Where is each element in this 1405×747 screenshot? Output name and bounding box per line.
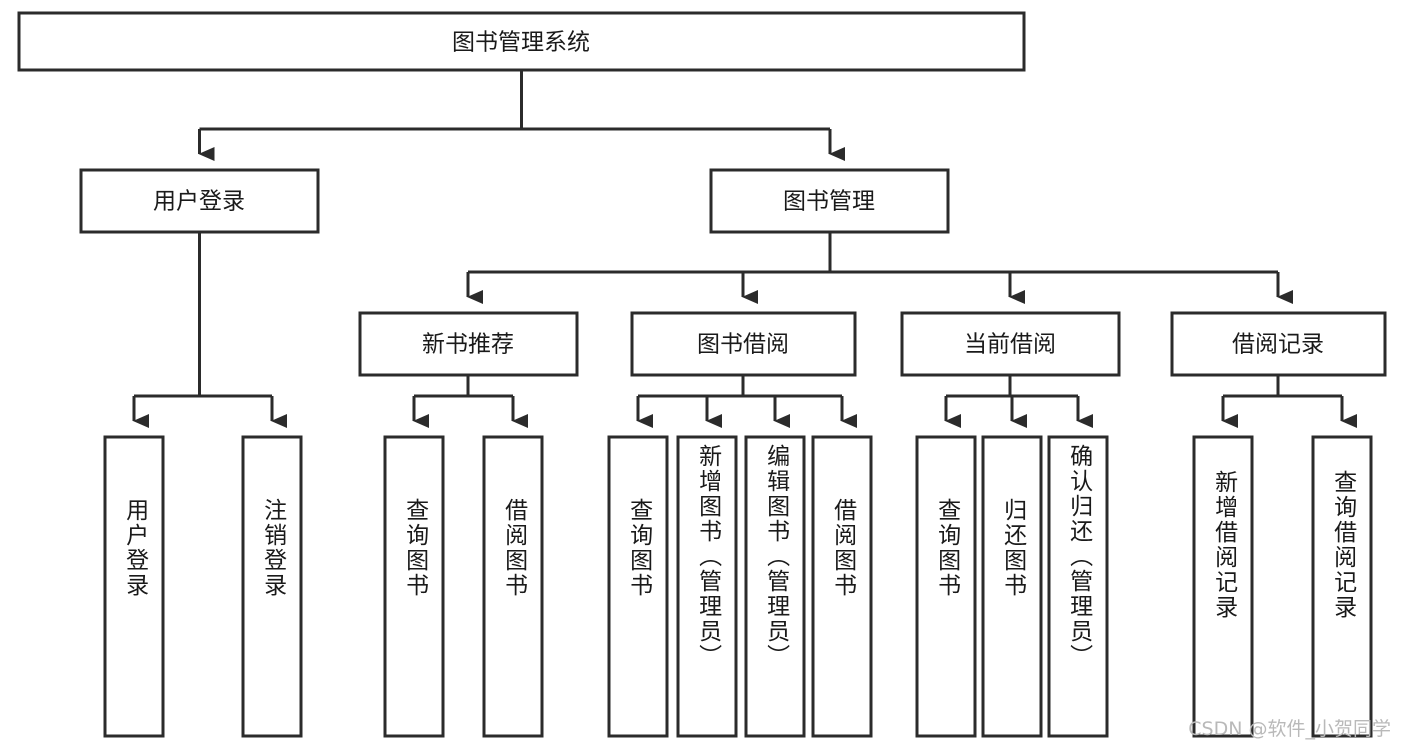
leaf-node-query-borrow-record[interactable] — [1311, 435, 1373, 738]
connector-group-book-borrow — [636, 375, 857, 428]
connector-group-book-manage — [466, 232, 1293, 304]
node-current-borrow[interactable]: 当前借阅 — [900, 311, 1121, 377]
leaf-node-user-logout[interactable] — [241, 435, 303, 738]
leaf-node-user-login-do[interactable] — [103, 435, 165, 738]
leaf-node-add-borrow-record[interactable] — [1192, 435, 1254, 738]
connector-group-current-borrow — [944, 375, 1093, 428]
node-user-login[interactable]: 用户登录 — [79, 168, 320, 234]
node-label-current-borrow: 当前借阅 — [964, 332, 1056, 358]
leaf-node-query-book-2[interactable] — [607, 435, 669, 738]
connector-group-borrow-record — [1221, 375, 1357, 428]
node-borrow-record[interactable]: 借阅记录 — [1170, 311, 1387, 377]
leaf-node-borrow-book-2[interactable] — [811, 435, 873, 738]
node-label-user-login: 用户登录 — [153, 189, 245, 215]
node-root-system[interactable]: 图书管理系统 — [17, 11, 1026, 72]
node-label-root-system: 图书管理系统 — [452, 30, 590, 56]
node-book-manage[interactable]: 图书管理 — [709, 168, 950, 234]
node-label-borrow-record: 借阅记录 — [1232, 332, 1324, 358]
connector-group-new-book-recommend — [412, 375, 528, 428]
connector-group-user-login — [132, 232, 287, 428]
leaf-node-return-book[interactable] — [981, 435, 1043, 738]
leaf-node-query-book-3[interactable] — [915, 435, 977, 738]
node-book-borrow[interactable]: 图书借阅 — [630, 311, 857, 377]
node-label-new-book-recommend: 新书推荐 — [422, 332, 514, 358]
node-new-book-recommend[interactable]: 新书推荐 — [358, 311, 579, 377]
node-label-book-borrow: 图书借阅 — [697, 332, 789, 358]
leaf-node-confirm-return[interactable] — [1047, 435, 1109, 738]
node-label-book-manage: 图书管理 — [783, 189, 875, 215]
watermark-text: CSDN @软件_小贺同学 — [1188, 718, 1391, 740]
leaf-node-query-book-1[interactable] — [383, 435, 445, 738]
connector-group-root — [198, 70, 845, 161]
leaf-node-borrow-book-1[interactable] — [482, 435, 544, 738]
leaf-node-add-book[interactable] — [676, 435, 738, 738]
leaf-node-edit-book[interactable] — [744, 435, 806, 738]
